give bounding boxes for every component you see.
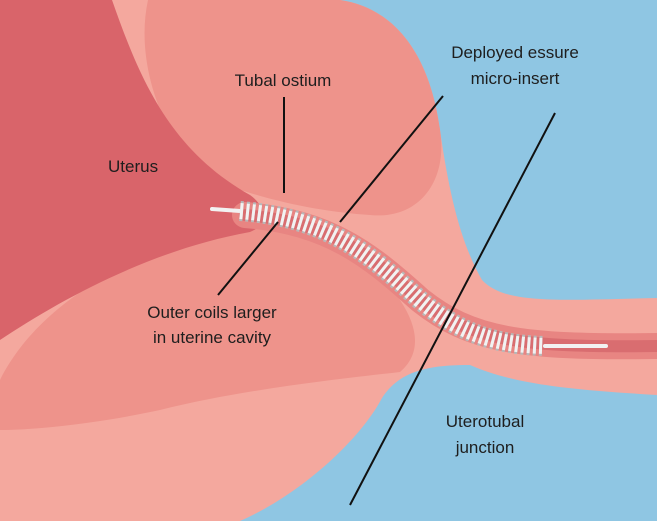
label-deployed-insert-line1: Deployed essure [451, 43, 579, 62]
label-outer-coils-line1: Outer coils larger [147, 303, 277, 322]
insert-inner-wire [212, 209, 240, 211]
label-uterotubal-line1: Uterotubal [446, 412, 524, 431]
label-uterus: Uterus [108, 157, 158, 176]
label-deployed-insert-line2: micro-insert [471, 69, 560, 88]
label-uterotubal-line2: junction [455, 438, 515, 457]
label-outer-coils-line2: in uterine cavity [153, 328, 272, 347]
label-tubal-ostium: Tubal ostium [235, 71, 332, 90]
